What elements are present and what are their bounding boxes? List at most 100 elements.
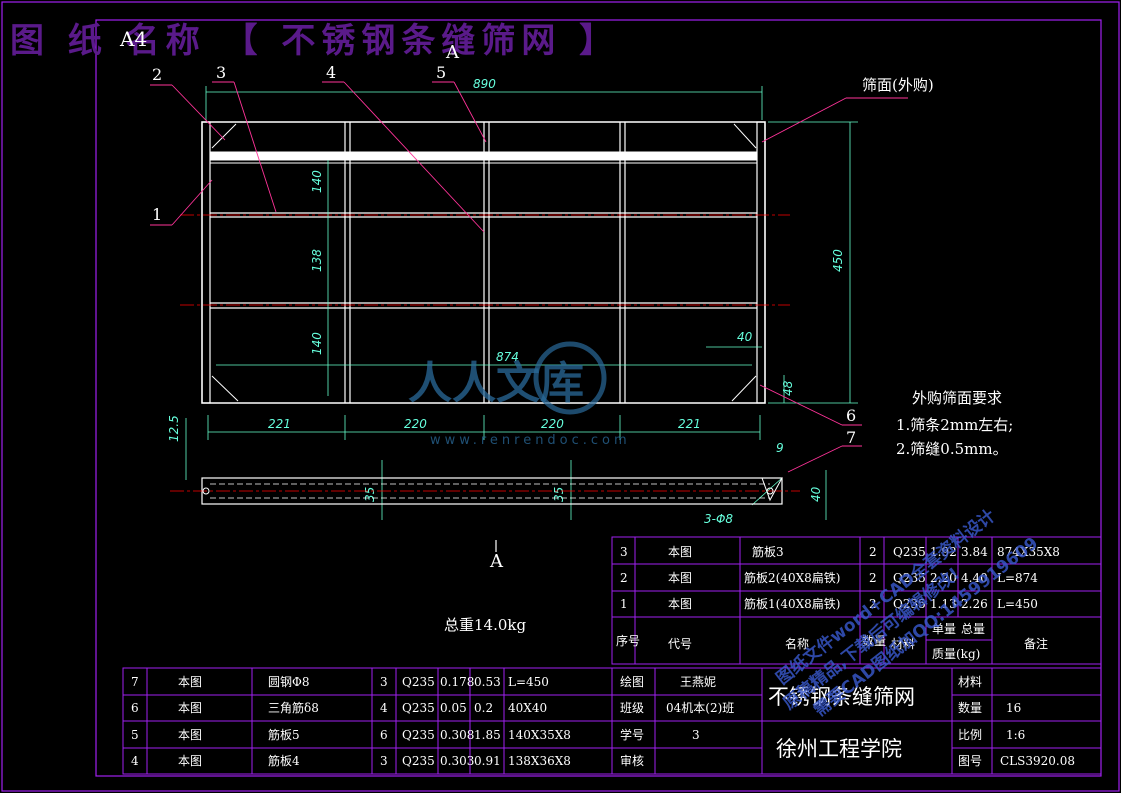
svg-text:1.92: 1.92 [930, 545, 957, 559]
svg-text:7: 7 [131, 675, 139, 689]
svg-text:数量: 数量 [862, 633, 886, 648]
svg-text:质量(kg): 质量(kg) [932, 647, 980, 661]
callout-7: 7 [846, 428, 856, 447]
sheet-size-label: A4 [119, 27, 147, 51]
watermark-brand: 人人文库 [408, 358, 584, 409]
bom-lower-row: 4 本图 筋板4 3 Q235 0.303 0.91 138X36X8 [131, 753, 571, 768]
svg-text:1.85: 1.85 [474, 728, 501, 742]
dim-overall-width: 890 [473, 77, 496, 91]
dim-span-4: 221 [678, 417, 701, 431]
svg-text:筋板3: 筋板3 [752, 544, 784, 559]
svg-text:三角筋δ8: 三角筋δ8 [268, 700, 319, 715]
svg-text:2: 2 [869, 597, 877, 611]
tb-id: 3 [692, 728, 700, 742]
svg-text:40X40: 40X40 [508, 701, 547, 715]
bom-upper-row: 3 本图 筋板3 2 Q235 1.92 3.84 874X35X8 [620, 544, 1060, 559]
svg-text:本图: 本图 [178, 728, 202, 742]
svg-text:筋板5: 筋板5 [268, 727, 300, 742]
svg-text:材料: 材料 [891, 637, 915, 651]
svg-text:140X35X8: 140X35X8 [508, 728, 571, 742]
svg-text:Q235: Q235 [402, 754, 435, 768]
tb-class-label: 班级 [620, 701, 644, 715]
svg-text:4.40: 4.40 [961, 571, 988, 585]
dim-span-2: 220 [404, 417, 427, 431]
svg-text:本图: 本图 [668, 571, 692, 585]
dim-9: 9 [776, 441, 784, 455]
leader-lines [150, 81, 908, 473]
svg-text:3: 3 [380, 754, 388, 768]
svg-text:0.308: 0.308 [440, 728, 474, 742]
dim-span-3: 220 [541, 417, 564, 431]
dimension-lines [185, 86, 858, 520]
tb-count: 16 [1006, 701, 1021, 715]
requirements-heading: 外购筛面要求 [912, 389, 1002, 407]
svg-text:5: 5 [131, 728, 139, 742]
section-view [170, 477, 800, 505]
dim-side-thickness: 12.5 [167, 415, 181, 442]
svg-text:Q235: Q235 [402, 675, 435, 689]
drawing-title: 图 纸 名称 【 不锈钢条缝筛网 】 [10, 21, 619, 61]
svg-text:0.303: 0.303 [440, 754, 474, 768]
svg-text:0.91: 0.91 [474, 754, 501, 768]
requirement-1: 1.筛条2mm左右; [896, 416, 1013, 434]
svg-text:Q235: Q235 [893, 597, 926, 611]
tb-number: CLS3920.08 [1000, 754, 1075, 768]
dim-row3: 140 [310, 332, 324, 355]
total-weight: 总重14.0kg [444, 616, 526, 634]
tb-scale: 1:6 [1006, 728, 1025, 742]
svg-text:6: 6 [131, 701, 139, 715]
dim-row1: 140 [310, 170, 324, 193]
bom-lower-grid [122, 667, 613, 775]
bom-upper-grid [611, 536, 1102, 665]
title-block-grid [611, 667, 1102, 775]
tb-id-label: 学号 [620, 727, 644, 742]
dim-bar-35a: 35 [363, 487, 377, 502]
requirement-2: 2.筛缝0.5mm。 [896, 440, 1008, 458]
svg-text:Q235: Q235 [402, 701, 435, 715]
svg-text:0.05: 0.05 [440, 701, 467, 715]
dim-40: 40 [809, 486, 823, 502]
svg-text:0.178: 0.178 [440, 675, 474, 689]
callout-3: 3 [216, 63, 226, 82]
svg-text:筋板2(40X8扁铁): 筋板2(40X8扁铁) [744, 570, 840, 585]
svg-text:2.26: 2.26 [961, 597, 988, 611]
svg-text:0.53: 0.53 [474, 675, 501, 689]
svg-text:2.20: 2.20 [930, 571, 957, 585]
callout-2: 2 [152, 65, 162, 84]
svg-text:筋板4: 筋板4 [268, 753, 300, 768]
tb-drawing-name: 不锈钢条缝筛网 [768, 685, 915, 709]
svg-text:L=450: L=450 [997, 597, 1038, 611]
callout-5: 5 [436, 63, 446, 82]
dim-hole: 3-Φ8 [704, 512, 733, 526]
svg-text:3.84: 3.84 [961, 545, 988, 559]
watermark-logo: 人人文库 www.renrendoc.com [408, 341, 627, 448]
tb-scale-label: 比例 [958, 728, 982, 742]
svg-text:本图: 本图 [178, 754, 202, 768]
section-mark-bottom: A [489, 551, 504, 572]
bom-upper-row: 2 本图 筋板2(40X8扁铁) 2 Q235 2.20 4.40 L=874 [620, 570, 1038, 585]
svg-text:名称: 名称 [785, 636, 809, 651]
bom-lower-row: 6 本图 三角筋δ8 4 Q235 0.05 0.2 40X40 [131, 700, 547, 715]
svg-text:4: 4 [380, 701, 388, 715]
tb-count-label: 数量 [958, 700, 982, 715]
dim-inner-width: 874 [496, 350, 519, 364]
svg-text:1: 1 [620, 597, 628, 611]
svg-text:2: 2 [620, 571, 628, 585]
dim-height: 450 [831, 249, 845, 272]
tb-school: 徐州工程学院 [776, 737, 902, 761]
svg-text:本图: 本图 [668, 545, 692, 559]
svg-text:3: 3 [380, 675, 388, 689]
svg-text:筋板1(40X8扁铁): 筋板1(40X8扁铁) [744, 596, 840, 611]
dim-row2: 138 [310, 249, 324, 272]
svg-text:2: 2 [869, 571, 877, 585]
svg-text:本图: 本图 [178, 701, 202, 715]
svg-text:Q235: Q235 [893, 571, 926, 585]
svg-text:总量: 总量 [961, 622, 985, 636]
bom-header: 序号 代号 名称 数量 材料 单量 总量 质量(kg) 备注 [616, 622, 1048, 661]
tb-drawer-label: 绘图 [620, 674, 644, 689]
svg-text:单量: 单量 [932, 622, 956, 636]
bom-lower-row: 5 本图 筋板5 6 Q235 0.308 1.85 140X35X8 [131, 727, 571, 742]
